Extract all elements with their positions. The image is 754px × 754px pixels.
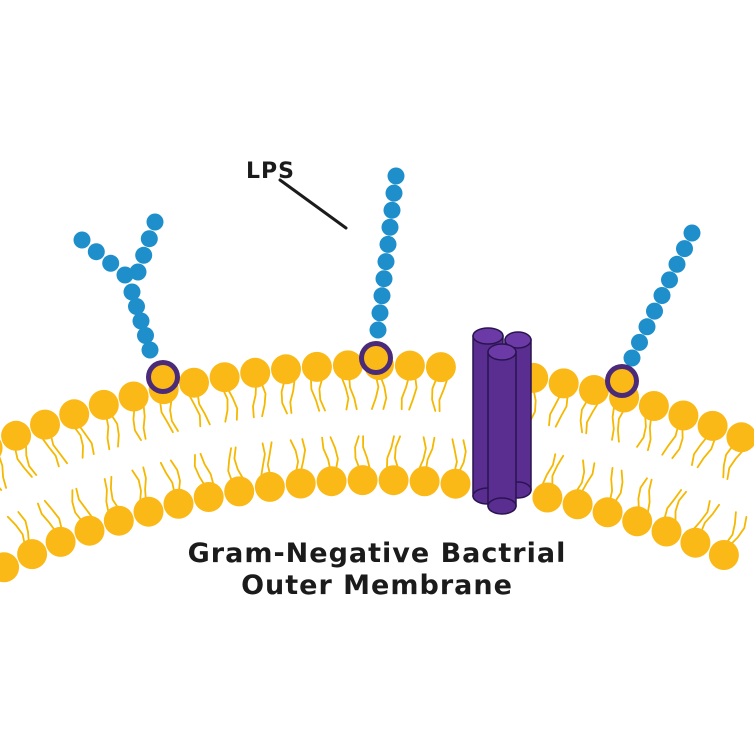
lipid-head [30,409,60,440]
lps-bead [371,304,389,322]
lps-bead [373,287,391,305]
lps-bead [377,253,395,271]
lps-bead [140,230,158,248]
lipid-head [254,471,285,502]
lps-bead [132,312,150,330]
lps-bead [73,231,91,249]
lipid-head [726,422,754,453]
lipid-head [592,497,623,528]
lipid-head [316,466,347,497]
lps-anchor-head [151,365,175,389]
lipid-head [74,515,105,546]
porin-cylinder [487,343,517,515]
lipid-heads [0,341,754,583]
lipid-head [103,505,134,536]
porin-cylinder-body [487,351,517,507]
lipid-head [394,350,425,381]
lipid-head [347,465,378,496]
lipid-head [45,526,76,557]
lipid-head [440,468,471,499]
lipid-tail [0,456,7,489]
lipid-head [17,539,48,570]
lipid-head [378,465,409,496]
lps-bead [379,235,397,253]
lipid-head [638,391,669,421]
lipid-head [118,381,149,412]
lps-bead [116,266,134,284]
porin-cylinder-top [504,331,532,349]
lipid-head [224,476,255,507]
lps-bead [137,327,154,344]
caption-line-2: Outer Membrane [241,570,513,601]
porin-cylinder-top [472,327,504,345]
lipid-head [163,488,194,519]
lps-bead [381,218,399,236]
lps-bead [87,243,105,261]
lps-bead [653,287,671,304]
lps-bead [123,283,141,301]
lipid-head [697,410,728,441]
porin-cylinder-top [487,343,517,361]
lipid-head [209,362,240,393]
lipid-head [285,468,316,499]
lps-label: LPS [246,159,295,184]
lipid-head [579,375,609,405]
lps-bead [683,224,701,242]
lipid-head [332,350,363,381]
lipid-head [708,540,739,570]
lipid-head [59,399,90,430]
lps-bead [102,254,120,272]
lps-bead [387,167,405,185]
lipid-head [425,352,456,383]
lps-bead [135,246,153,264]
lipid-head [668,400,699,431]
lipid-head [562,489,593,520]
lipid-head [532,482,563,513]
lipid-head [0,552,20,583]
lps-chains [73,167,701,367]
lps-bead [638,318,656,336]
lps-anchor-head [364,346,388,370]
lipid-head [0,439,3,457]
lipid-head [271,354,301,385]
lps-bead [146,213,164,231]
lps-bead [383,201,401,219]
caption-line-1: Gram-Negative Bactrial [187,538,567,569]
lipid-head [409,466,440,497]
porin-icon [472,327,532,515]
lps-bead [646,302,663,320]
lps-bead [128,298,145,315]
lps-bead [375,270,393,288]
lps-bead [668,255,686,273]
lps-bead [623,349,641,367]
lipid-head [622,506,653,537]
lps-bead [661,271,678,289]
lps-bead [141,341,159,359]
lipid-head [133,496,164,527]
lipid-head [88,389,119,420]
lipid-head [651,516,682,547]
lps-pointer [278,178,348,230]
lipid-head [548,368,579,399]
lps-bead [676,240,693,258]
lps-bead [631,333,648,351]
lps-bead [369,321,387,339]
lipid-head [179,367,209,398]
lipid-head [680,527,711,558]
lipid-head [301,351,332,382]
lps-bead [385,184,403,202]
porin-cylinder-bottom [487,497,517,515]
lipid-head [1,420,32,451]
lps-anchor-head [610,369,634,393]
lps-bead [129,263,147,281]
lipid-head [240,357,271,388]
lipid-head [193,482,224,512]
